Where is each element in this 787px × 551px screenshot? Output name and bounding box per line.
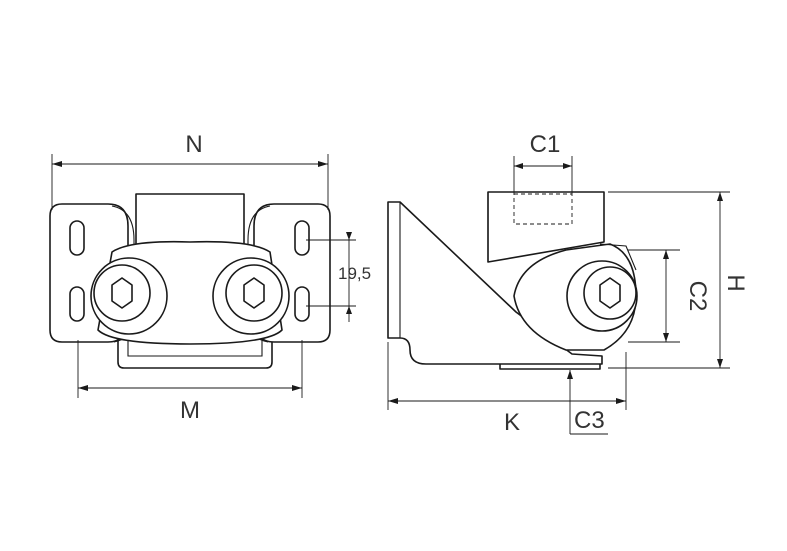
dimension-slot-pitch: 19,5 xyxy=(306,232,371,322)
dimension-label-h: H xyxy=(722,274,749,291)
front-view xyxy=(49,193,331,369)
hidden-thread xyxy=(513,193,573,225)
dimension-label-m: M xyxy=(180,397,200,424)
dimension-label-c1: C1 xyxy=(530,131,561,158)
hex-socket-right-icon xyxy=(243,277,265,309)
dimension-c3: C3 xyxy=(567,370,608,435)
slot-right-bottom xyxy=(294,286,310,322)
side-bracket xyxy=(387,201,603,365)
side-hex-socket-icon xyxy=(599,277,621,309)
dimension-m: M xyxy=(77,340,303,424)
dimension-label-n: N xyxy=(185,131,202,158)
dimension-label-k: K xyxy=(504,409,520,436)
dimension-c1: C1 xyxy=(513,131,573,194)
dimension-c2: C2 xyxy=(628,249,711,343)
dimension-h: H xyxy=(608,191,749,369)
slot-left-bottom xyxy=(69,286,85,322)
front-base-plate xyxy=(117,337,273,369)
dimension-k: K xyxy=(387,342,627,436)
slot-left-top xyxy=(69,220,85,256)
dimension-label-slot-pitch: 19,5 xyxy=(338,264,371,283)
slot-right-top xyxy=(294,220,310,256)
side-view xyxy=(387,191,638,370)
dimension-n: N xyxy=(51,131,329,210)
dimension-label-c3: C3 xyxy=(574,407,605,434)
hex-socket-left-icon xyxy=(111,277,133,309)
dimension-label-c2: C2 xyxy=(684,281,711,312)
